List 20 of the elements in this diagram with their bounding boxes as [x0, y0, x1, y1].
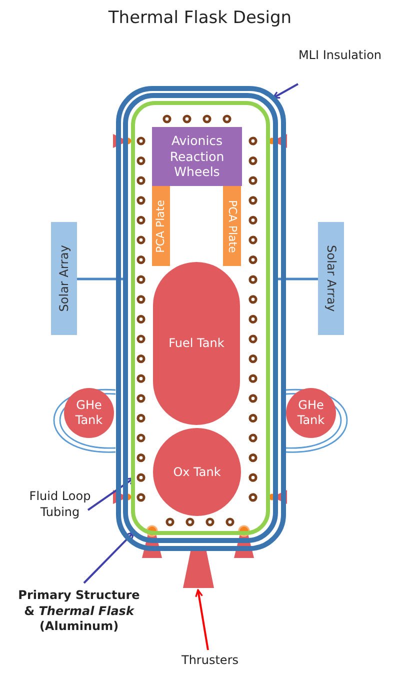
solar-array-panel: Solar Array [318, 222, 344, 335]
callout-label: Fluid Loop Tubing [22, 489, 98, 520]
diagram-title: Thermal Flask Design [107, 8, 293, 28]
solar-array-panel: Solar Array [51, 222, 77, 335]
callout-label: Thrusters [165, 653, 255, 669]
mounting-line [77, 278, 126, 280]
leader-arrow [272, 83, 298, 99]
tank-circle: Ox Tank [153, 428, 241, 516]
tank-capsule: Fuel Tank [153, 262, 240, 425]
callout-label: MLI Insulation [296, 48, 384, 64]
callout-label: Primary Structure & Thermal Flask (Aluminum) [14, 588, 144, 635]
avionics-box: Avionics Reaction Wheels [152, 127, 242, 186]
leader-arrow [83, 531, 135, 584]
thruster-nozzle [183, 549, 214, 588]
plate-bar: PCA Plate [223, 186, 241, 266]
tank-circle: GHe Tank [64, 388, 114, 438]
mounting-line [275, 278, 318, 280]
tank-circle: GHe Tank [286, 388, 336, 438]
leader-arrow [195, 589, 209, 650]
plate-bar: PCA Plate [152, 186, 170, 266]
